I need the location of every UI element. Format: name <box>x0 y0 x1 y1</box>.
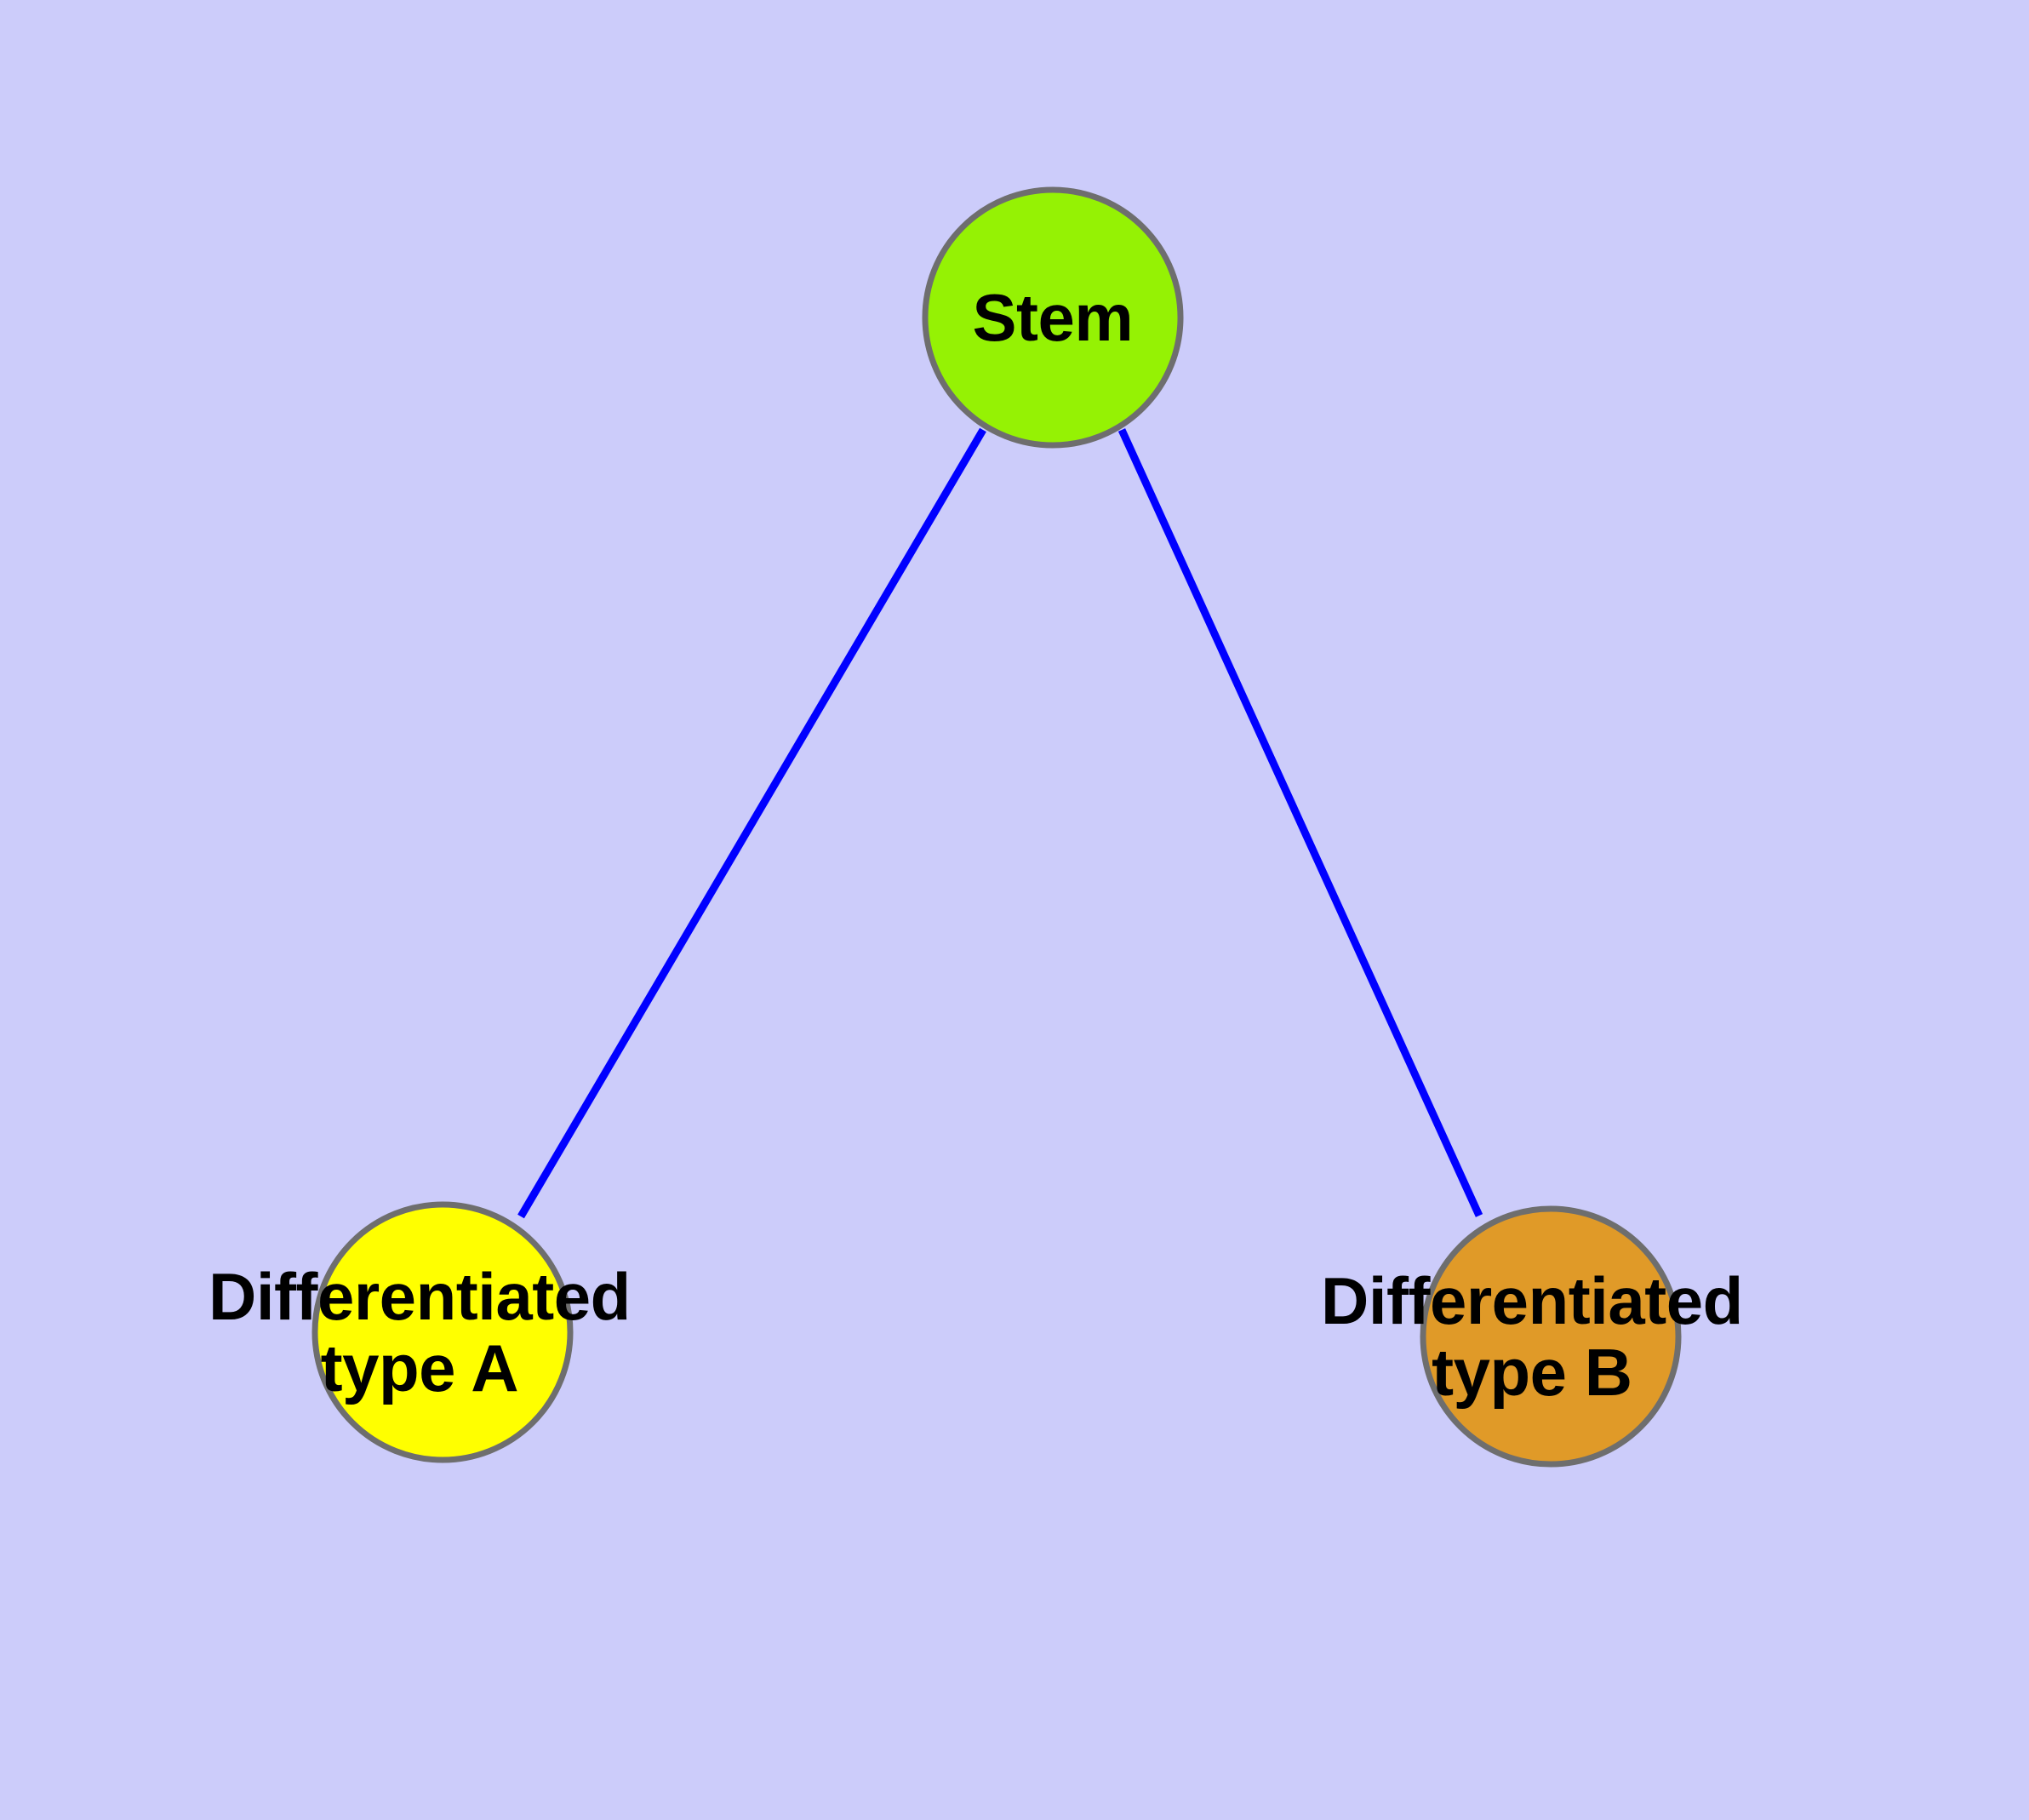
graph-edge-stem-to-b <box>1117 428 1483 1217</box>
edge-layer <box>517 427 1483 1219</box>
node-layer <box>311 186 1682 1468</box>
graph-node-diff-a[interactable] <box>311 1201 574 1463</box>
graph-node-stem[interactable] <box>922 186 1184 449</box>
graph-edge-stem-to-a <box>517 427 986 1219</box>
graph-node-diff-b[interactable] <box>1420 1205 1682 1468</box>
